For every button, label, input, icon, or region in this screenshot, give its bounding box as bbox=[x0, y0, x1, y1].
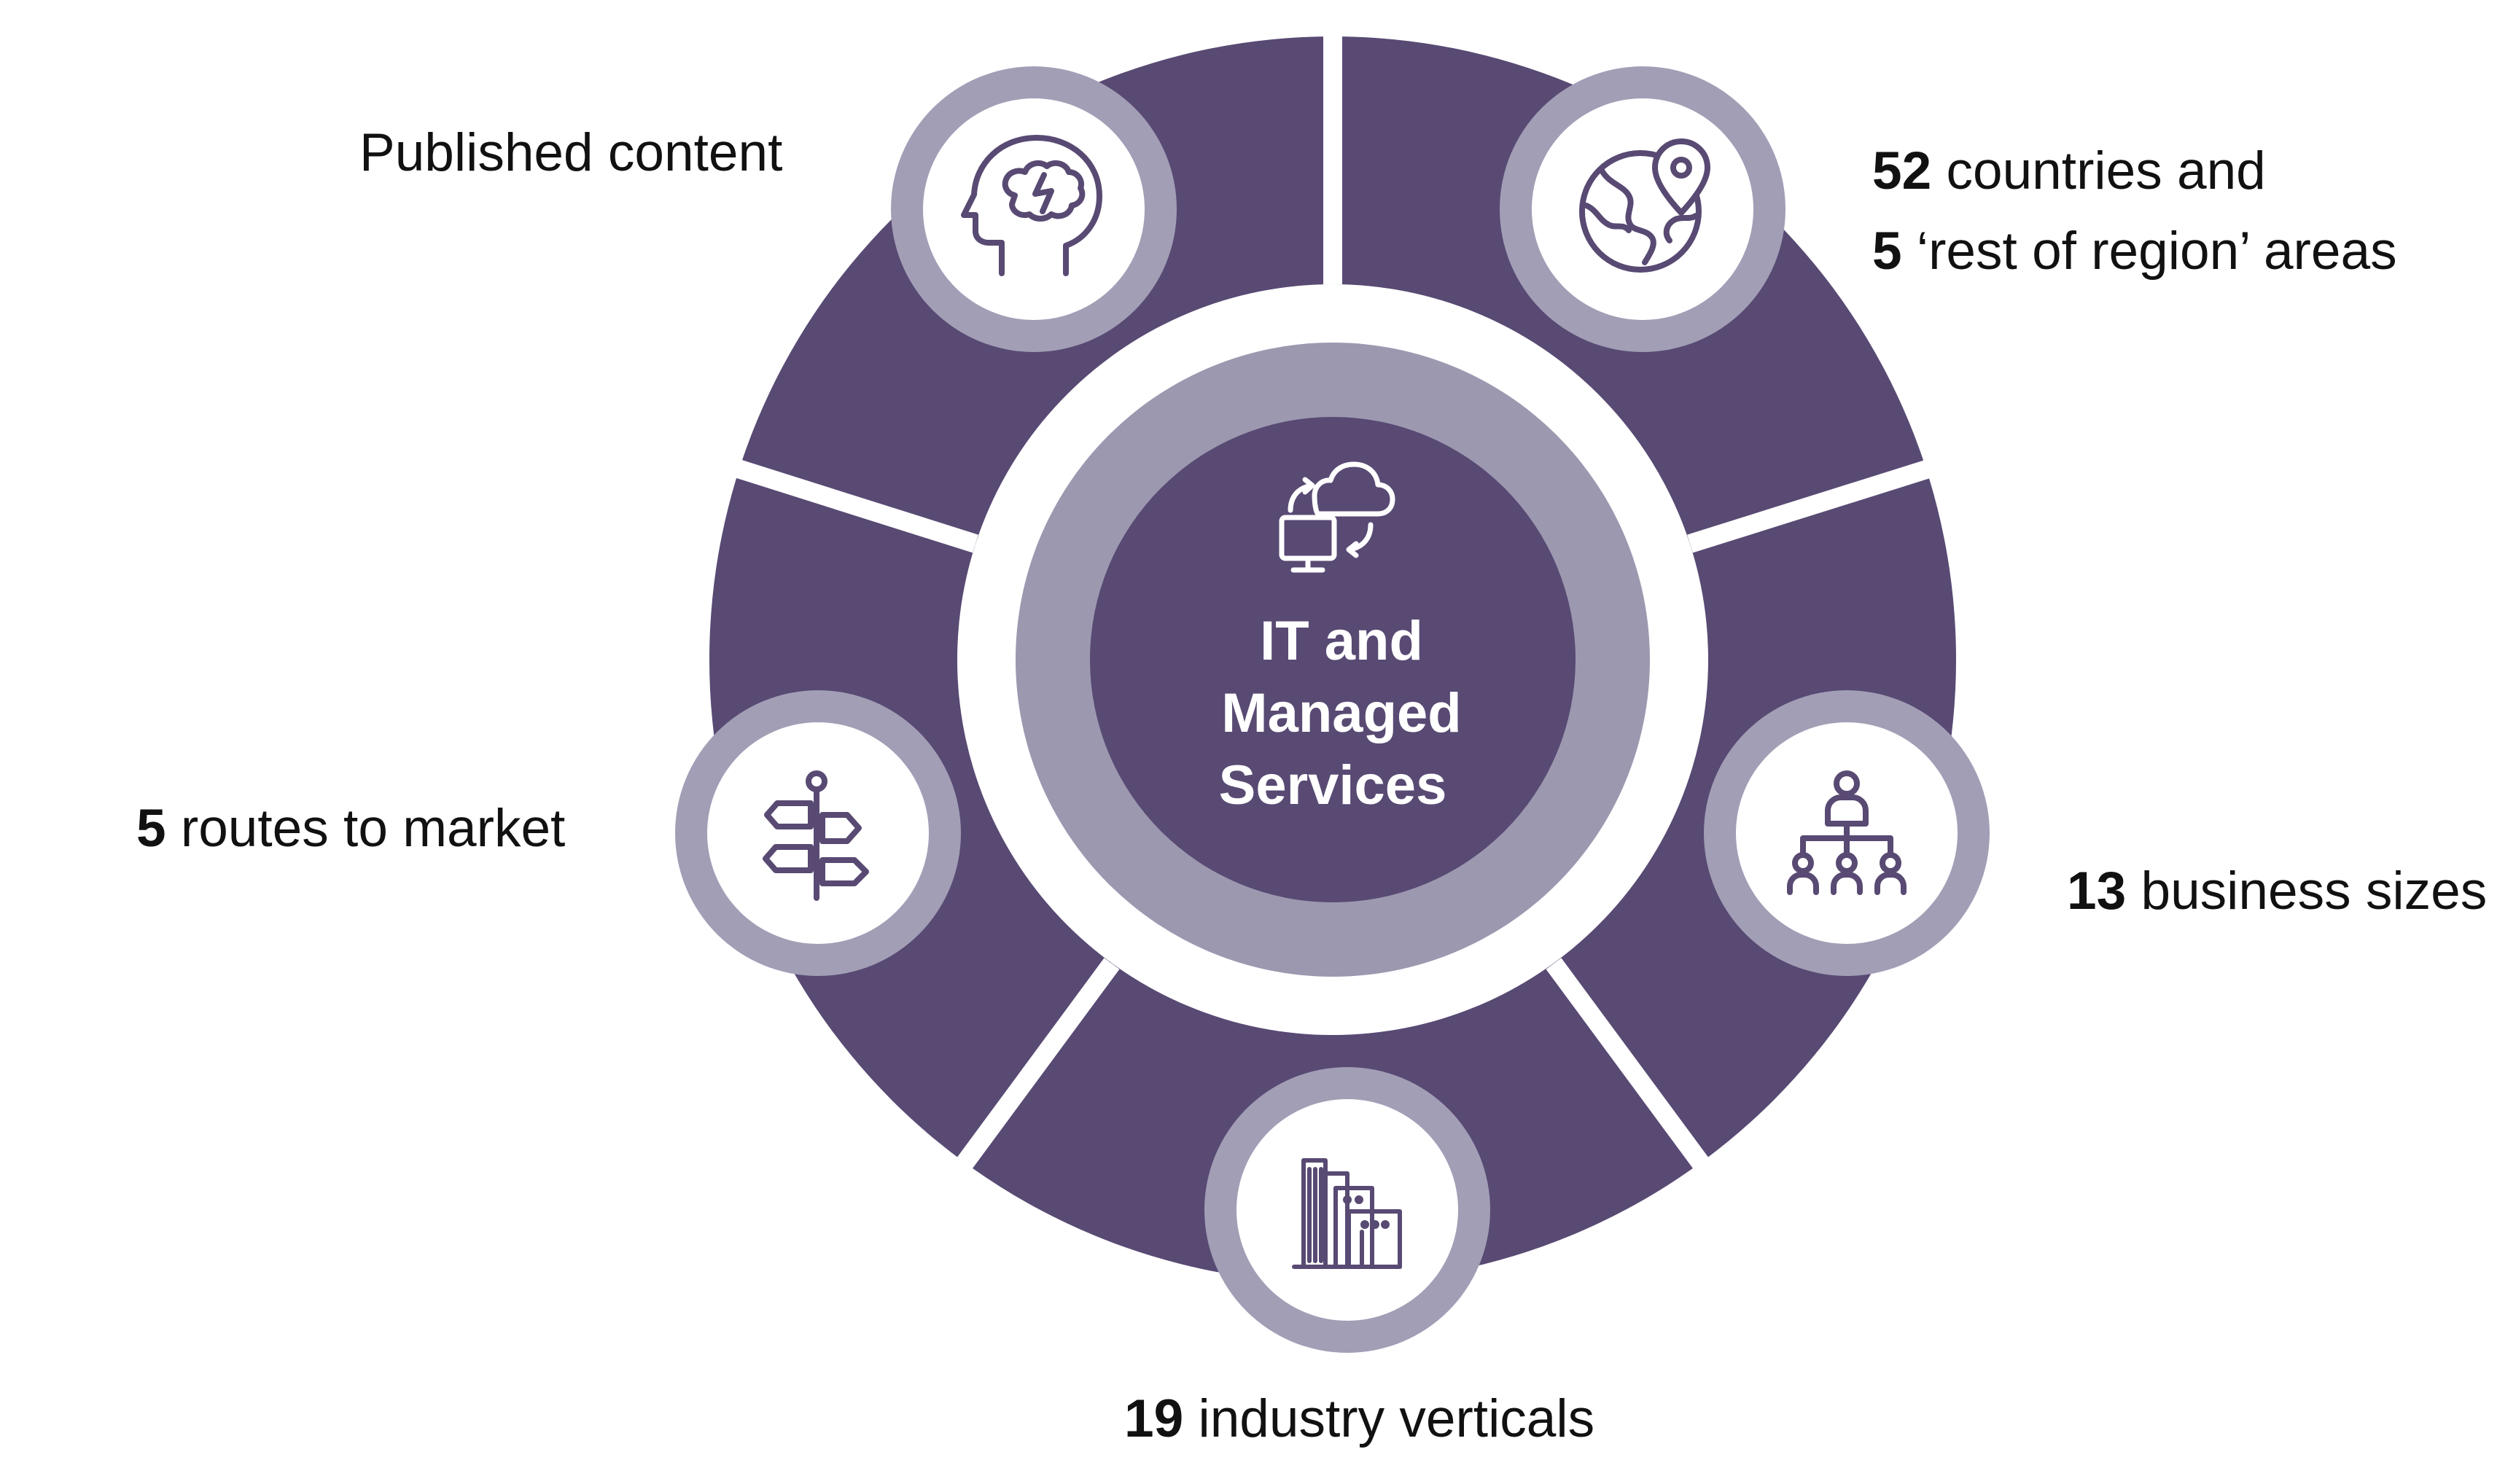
regions-text: ‘rest of region’ areas bbox=[1901, 222, 2397, 281]
label-routes: 5 routes to market bbox=[136, 789, 565, 869]
sizes-number: 13 bbox=[2067, 862, 2127, 921]
separator-bottom-right bbox=[1546, 958, 1711, 1172]
computer-cloud-sync-icon bbox=[1279, 461, 1395, 573]
center-title-line1: IT and bbox=[1260, 610, 1423, 672]
label-countries-line1: 52 countries and bbox=[1872, 131, 2266, 211]
badge-routes bbox=[675, 690, 961, 976]
badge-verticals bbox=[1204, 1067, 1490, 1353]
signpost-icon bbox=[763, 770, 869, 901]
badge-published-content bbox=[891, 66, 1177, 352]
globe-location-icon bbox=[1579, 138, 1710, 273]
separator-bottom-left bbox=[954, 958, 1120, 1172]
center-title-line3: Services bbox=[1219, 754, 1447, 816]
center-title-line2: Managed bbox=[1221, 682, 1461, 744]
label-published-content: Published content bbox=[359, 113, 782, 193]
center-title: IT and Managed Services bbox=[1219, 610, 1462, 816]
routes-number: 5 bbox=[136, 799, 166, 858]
regions-number: 5 bbox=[1872, 222, 1902, 281]
separator-right bbox=[1687, 458, 1936, 553]
org-chart-icon bbox=[1787, 770, 1907, 895]
separator-left bbox=[731, 458, 978, 553]
brain-head-icon bbox=[961, 135, 1102, 276]
segment-separators bbox=[731, 29, 1936, 1172]
label-business-sizes: 13 business sizes bbox=[2067, 851, 2487, 932]
routes-text: routes to market bbox=[165, 799, 566, 858]
countries-text: countries and bbox=[1931, 141, 2266, 200]
buildings-icon bbox=[1292, 1158, 1402, 1269]
badge-business-sizes bbox=[1704, 690, 1990, 976]
badge-countries bbox=[1500, 66, 1785, 352]
label-countries-line2: 5 ‘rest of region’ areas bbox=[1872, 211, 2397, 292]
sizes-text: business sizes bbox=[2126, 862, 2488, 921]
center-disc bbox=[1090, 417, 1576, 902]
label-verticals: 19 industry verticals bbox=[1124, 1379, 1594, 1459]
countries-number: 52 bbox=[1872, 141, 1932, 200]
verticals-text: industry verticals bbox=[1183, 1389, 1595, 1448]
label-published-text: Published content bbox=[359, 123, 783, 182]
verticals-number: 19 bbox=[1124, 1389, 1184, 1448]
